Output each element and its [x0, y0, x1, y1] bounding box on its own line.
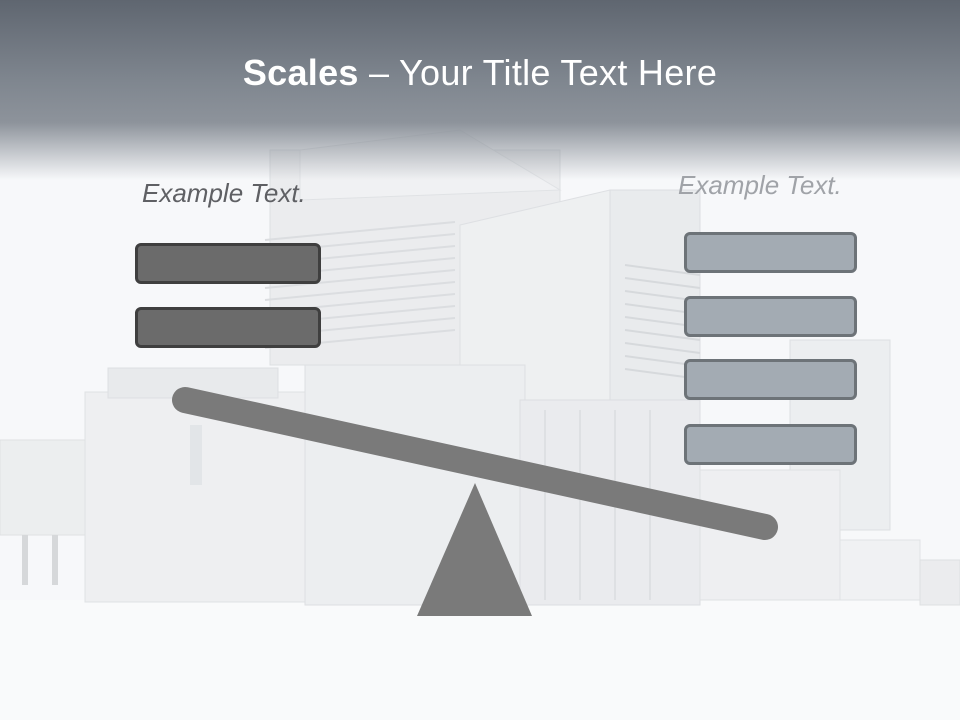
right-text-box-3[interactable]: [684, 359, 857, 400]
scale-fulcrum[interactable]: [417, 483, 532, 616]
right-text-box-2[interactable]: [684, 296, 857, 337]
title-rest-part: – Your Title Text Here: [358, 52, 718, 93]
title-bold-part: Scales: [242, 52, 359, 93]
right-text-box-4[interactable]: [684, 424, 857, 465]
left-text-box-1[interactable]: [135, 243, 321, 284]
scale-beam[interactable]: [172, 387, 778, 540]
left-caption[interactable]: Example Text.: [142, 178, 306, 208]
right-caption[interactable]: Example Text.: [678, 170, 842, 200]
title-bar: [0, 0, 960, 180]
right-text-box-1[interactable]: [684, 232, 857, 273]
slide-title[interactable]: Scales – Your Title Text Here: [0, 52, 960, 94]
left-text-box-2[interactable]: [135, 307, 321, 348]
